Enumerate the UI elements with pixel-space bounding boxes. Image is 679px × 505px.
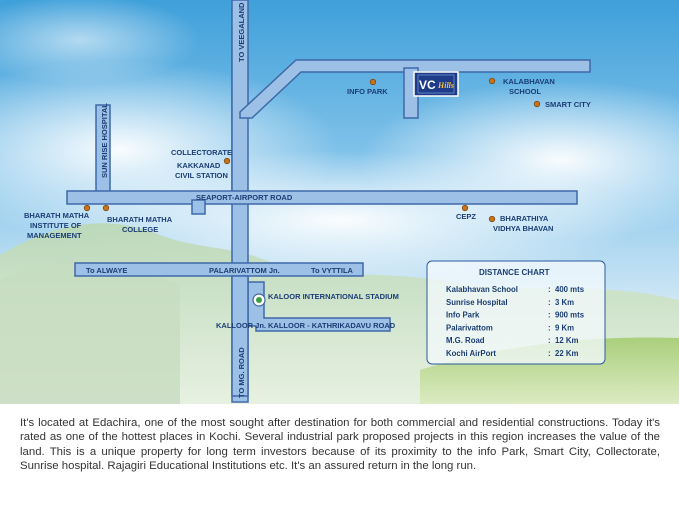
distance-row-value: 900 mts	[555, 311, 585, 320]
place-label-kalabhavan: KALABHAVAN SCHOOL	[503, 77, 557, 96]
place-label-bmc: BHARATH MATHA COLLEGE	[107, 215, 174, 234]
marker-bmim	[83, 204, 91, 212]
distance-row-value: 3 Km	[555, 298, 574, 307]
vc-hills-logo: VC Hills	[413, 71, 459, 97]
marker-kalabhavan	[488, 77, 496, 85]
road-label-kalloor-jn: KALLOOR Jn.	[216, 321, 266, 330]
road-seaport	[66, 190, 578, 205]
place-label-smart-city: SMART CITY	[545, 100, 591, 109]
road-label-vyttila: To VYTTILA	[311, 266, 354, 275]
road-label-stadium: KALOOR INTERNATIONAL STADIUM	[268, 292, 399, 301]
distance-row-place: Kalabhavan School	[446, 285, 518, 294]
distance-row-place: Palarivattom	[446, 323, 493, 332]
stadium-marker	[252, 293, 266, 307]
road-seaport-stub	[191, 199, 206, 215]
road-label-palarivattom: PALARIVATTOM Jn.	[209, 266, 280, 275]
road-label-alwaye: To ALWAYE	[86, 266, 127, 275]
location-map: TO VEEGALAND SUN RISE HOSPITAL SEAPORT-A…	[0, 0, 679, 404]
distance-row-separator: :	[548, 349, 551, 358]
distance-row-value: 22 Km	[555, 349, 578, 358]
distance-row-separator: :	[548, 298, 551, 307]
road-label-mg-road: TO MG. ROAD	[237, 347, 246, 398]
place-markers	[83, 77, 541, 223]
distance-chart-title: DISTANCE CHART	[479, 268, 550, 277]
distance-row-separator: :	[548, 336, 551, 345]
distance-row-separator: :	[548, 323, 551, 332]
marker-bmc	[102, 204, 110, 212]
marker-bvb	[488, 215, 496, 223]
property-description: It's located at Edachira, one of the mos…	[20, 417, 660, 472]
marker-smart-city	[533, 100, 541, 108]
marker-cepz	[461, 204, 469, 212]
road-label-sunrise: SUN RISE HOSPITAL	[100, 103, 109, 178]
distance-row-value: 12 Km	[555, 336, 578, 345]
road-palarivattom	[74, 262, 364, 277]
road-palarivattom-south	[231, 275, 249, 397]
distance-row-place: M.G. Road	[446, 336, 485, 345]
place-label-cepz: CEPZ	[456, 212, 476, 221]
place-label-bvb: BHARATHIYA VIDHYA BHAVAN	[493, 214, 553, 233]
place-label-kakkanad: KAKKANAD CIVIL STATION	[175, 161, 228, 180]
logo-initials: VC	[419, 78, 436, 92]
road-label-seaport: SEAPORT-AIRPORT ROAD	[196, 193, 293, 202]
place-label-collectorate: COLLECTORATE	[171, 148, 232, 157]
distance-row-place: Info Park	[446, 311, 480, 320]
road-label-kathrikadavu: KALLOOR - KATHRIKADAVU ROAD	[268, 321, 396, 330]
distance-row-separator: :	[548, 311, 551, 320]
place-label-info-park: INFO PARK	[347, 87, 388, 96]
marker-collectorate	[223, 157, 231, 165]
distance-chart: DISTANCE CHART Kalabhavan School:400 mts…	[426, 260, 606, 365]
road-kalloor	[247, 281, 391, 332]
marker-info-park	[369, 78, 377, 86]
distance-row-place: Kochi AirPort	[446, 349, 496, 358]
distance-row-value: 400 mts	[555, 285, 585, 294]
distance-row-value: 9 Km	[555, 323, 574, 332]
distance-row-place: Sunrise Hospital	[446, 298, 508, 307]
road-label-veegaland: TO VEEGALAND	[237, 2, 246, 62]
logo-name: Hills	[437, 81, 454, 90]
distance-row-separator: :	[548, 285, 551, 294]
place-label-bmim: BHARATH MATHA INSTITUTE OF MANAGEMENT	[24, 211, 91, 240]
